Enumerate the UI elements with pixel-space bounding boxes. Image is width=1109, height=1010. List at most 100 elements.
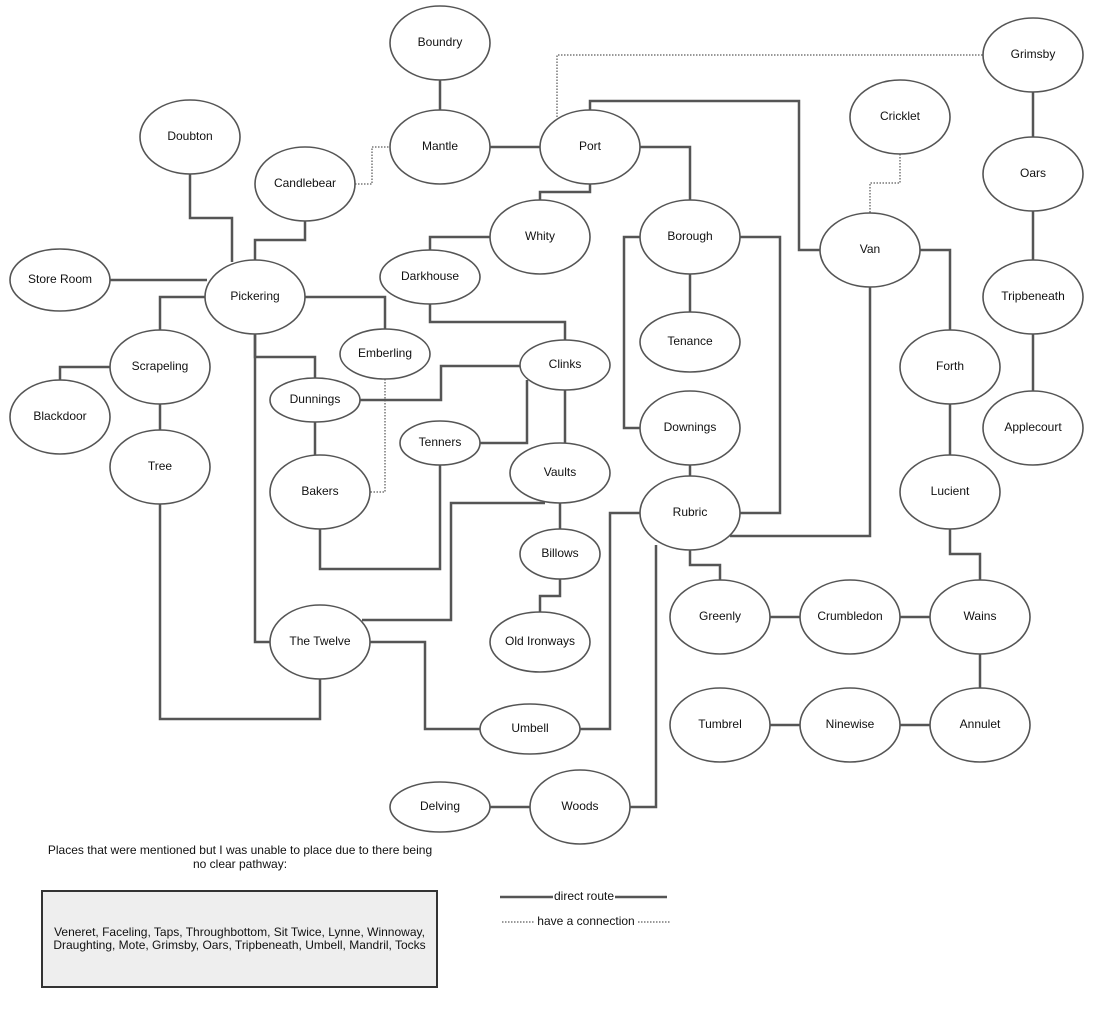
place-label: Scrapeling [132,359,189,373]
place-label: Store Room [28,272,92,286]
place-label: Old Ironways [505,634,575,648]
place-tumbrel: Tumbrel [669,687,771,763]
place-node [479,703,581,755]
place-downings: Downings [639,390,741,466]
place-label: Tumbrel [698,717,742,731]
place-node [399,420,481,466]
place-node [982,136,1084,212]
place-label: Umbell [511,721,548,735]
place-tree: Tree [109,429,211,505]
route-pickering-scrapeling [158,295,205,330]
place-node [849,79,951,155]
place-node [519,528,601,580]
place-store-room: Store Room [9,248,111,312]
route-emberling-bakers [370,379,386,493]
place-label: Van [860,242,880,256]
place-blackdoor: Blackdoor [9,379,111,455]
place-node [339,328,431,380]
place-label: Greenly [699,609,741,623]
place-label: Boundry [418,35,463,49]
place-scrapeling: Scrapeling [109,329,211,405]
place-label: Oars [1020,166,1046,180]
place-the-twelve: The Twelve [269,604,371,680]
place-node [139,99,241,175]
place-node [669,687,771,763]
place-node [519,339,611,391]
route-rubric-woods [630,545,658,809]
place-port: Port [539,109,641,185]
place-node [929,579,1031,655]
place-cricklet: Cricklet [849,79,951,155]
place-umbell: Umbell [479,703,581,755]
place-node [269,604,371,680]
route-scrapeling-blackdoor [58,365,110,380]
place-emberling: Emberling [339,328,431,380]
place-node [109,429,211,505]
place-node [9,248,111,312]
route-cricklet-van [869,154,901,213]
place-label: Borough [667,229,712,243]
place-boundry: Boundry [389,5,491,81]
place-rubric: Rubric [639,475,741,551]
place-borough: Borough [639,199,741,275]
place-clinks: Clinks [519,339,611,391]
place-node [539,109,641,185]
place-doubton: Doubton [139,99,241,175]
place-label: Doubton [167,129,212,143]
place-label: Lucient [931,484,970,498]
place-wains: Wains [929,579,1031,655]
place-label: Downings [664,420,717,434]
route-dunnings-clinks [360,364,520,402]
place-forth: Forth [899,329,1001,405]
place-node [819,212,921,288]
place-label: Forth [936,359,964,373]
route-borough-rubric [740,235,782,515]
place-node [799,687,901,763]
place-node [639,390,741,466]
place-applecourt: Applecourt [982,390,1084,466]
place-label: Wains [964,609,997,623]
route-billows-old-ironways [538,579,562,612]
place-label: Whity [525,229,555,243]
place-node [389,781,491,833]
place-annulet: Annulet [929,687,1031,763]
place-label: Billows [541,546,578,560]
place-label: Rubric [673,505,708,519]
place-grimsby: Grimsby [982,17,1084,93]
place-label: Dunnings [290,392,341,406]
place-label: Tree [148,459,173,473]
place-node [929,687,1031,763]
place-woods: Woods [529,769,631,845]
place-tripbeneath: Tripbeneath [982,259,1084,335]
place-node [489,611,591,673]
place-darkhouse: Darkhouse [379,249,481,305]
place-label: Tripbeneath [1001,289,1065,303]
place-pickering: Pickering [204,259,306,335]
place-node [509,442,611,504]
route-van-forth [920,248,952,330]
route-tree-the-twelve [158,504,322,721]
place-node [899,329,1001,405]
route-borough-downings [622,235,640,430]
place-label: Tenance [667,334,713,348]
place-ninewise: Ninewise [799,687,901,763]
place-label: Pickering [230,289,279,303]
unplaced-heading: Places that were mentioned but I was una… [47,843,433,871]
place-node [204,259,306,335]
place-node [489,199,591,275]
place-node [269,377,361,423]
place-label: Blackdoor [33,409,86,423]
route-darkhouse-clinks [428,304,567,340]
place-mantle: Mantle [389,109,491,185]
place-label: Applecourt [1004,420,1062,434]
place-node [982,259,1084,335]
place-billows: Billows [519,528,601,580]
route-port-whity [538,184,592,200]
place-lucient: Lucient [899,454,1001,530]
place-label: Annulet [960,717,1001,731]
place-vaults: Vaults [509,442,611,504]
place-old-ironways: Old Ironways [489,611,591,673]
place-label: Candlebear [274,176,336,190]
place-node [109,329,211,405]
